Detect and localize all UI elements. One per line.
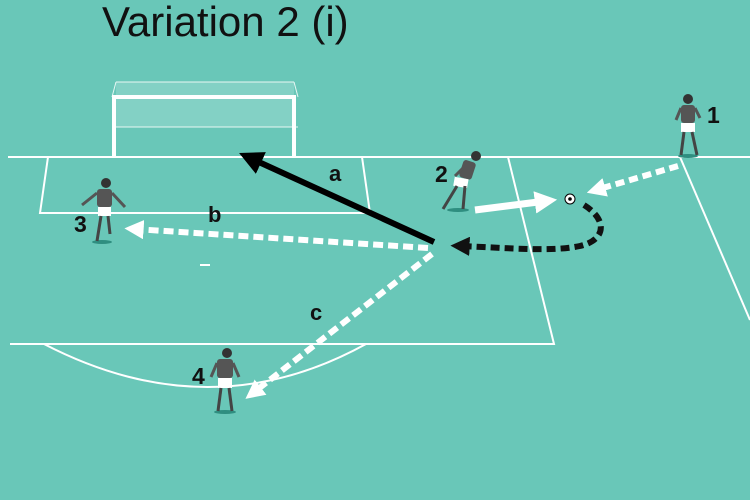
option-label-b: b [208,202,221,227]
pitch-markings [8,156,750,388]
player-number-4: 4 [192,363,205,389]
player-number-2: 2 [435,161,448,187]
player-2 [441,151,481,212]
penalty-arc [43,343,367,388]
ball-icon [564,193,576,205]
goal-icon [111,81,299,157]
option-label-c: c [310,300,322,325]
dribble-arrow-2 [474,191,558,214]
player-4 [209,348,241,414]
diagram-title: Variation 2 (i) [102,0,349,45]
pass-arrow-1-to-ball [586,163,679,197]
player-1 [674,94,702,158]
option-label-a: a [329,161,342,186]
penalty-box [10,156,556,345]
arrows [124,152,679,399]
six-yard-box [38,156,372,214]
player-3 [81,178,127,244]
shot-arrow-a [239,152,436,245]
pass-arrow-c [245,251,434,399]
pass-arrow-b [124,220,429,251]
player-number-3: 3 [74,211,87,237]
touch-edge [679,156,750,321]
run-arrow-dribble [450,202,604,256]
player-number-1: 1 [707,102,720,128]
